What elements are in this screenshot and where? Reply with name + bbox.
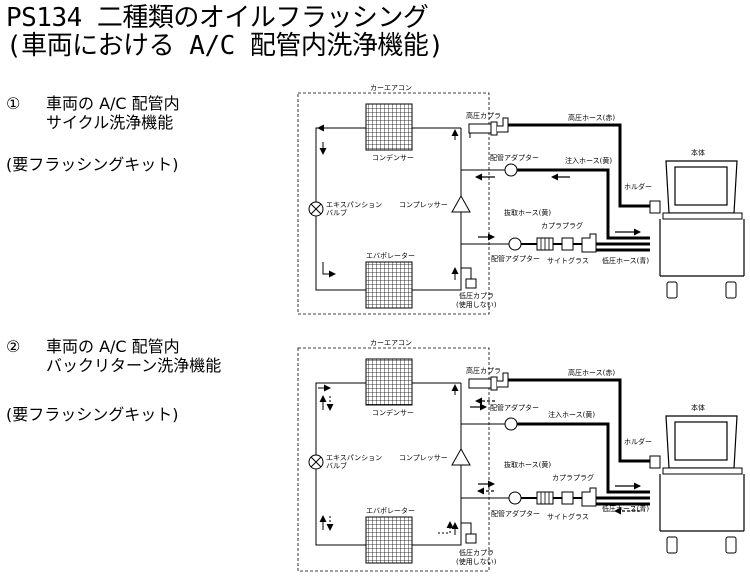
car-ac-enclosure [297, 92, 490, 315]
label-expansion-2: バルブ [326, 208, 347, 217]
label-coupler-plug: カプラプラグ [552, 473, 594, 482]
diagram-1: カーエアコン コンデンサー エキスパンション バルブ コンプレッサー エバポレー… [297, 84, 745, 315]
section-1-kit-note: (要フラッシングキット) [6, 155, 179, 174]
label-low-hose: 低圧ホース(青) [602, 256, 649, 265]
pipe-adapter-bottom [508, 237, 522, 251]
label-compressor: コンプレッサー [399, 454, 448, 462]
diagram-2: カーエアコン コンデンサー エキスパンション バルブ コンプレッサー エバポレー… [297, 339, 745, 572]
label-low-coupler-2: (使用しない) [456, 300, 497, 309]
evaporator [365, 261, 413, 309]
label-low-coupler-1: 低圧カプラ [459, 548, 494, 557]
label-injection-hose: 注入ホース(黄) [548, 410, 595, 419]
label-expansion-2: バルブ [326, 461, 347, 470]
label-main-unit: 本体 [691, 148, 705, 157]
main-unit-body [659, 474, 745, 532]
section-2-heading-line2: バックリターン洗浄機能 [46, 356, 222, 375]
cycle-right-pipe [412, 383, 462, 546]
condenser [365, 358, 413, 406]
label-high-hose: 高圧ホース(赤) [568, 113, 615, 122]
low-coupler [465, 533, 477, 544]
holder [649, 200, 661, 214]
label-pipe-adapter-top: 配管アダプター [490, 153, 539, 162]
section-2-number: ② [6, 337, 21, 356]
label-holder: ホルダー [624, 182, 652, 191]
label-pipe-adapter-bottom: 配管アダプター [491, 254, 540, 263]
label-car-ac: カーエアコン [370, 339, 412, 347]
condenser [365, 103, 413, 151]
label-expansion-1: エキスパンション [326, 201, 382, 209]
label-sight-glass: サイトグラス [547, 512, 589, 521]
coupler-plug [561, 491, 574, 505]
label-high-coupler: 高圧カプラ [466, 111, 501, 120]
high-hose [508, 378, 650, 463]
high-coupler [468, 123, 492, 134]
pipe-adapter-bottom [508, 491, 522, 505]
label-low-coupler-2: (使用しない) [456, 557, 497, 566]
section-1-number: ① [6, 94, 21, 113]
section-2-kit-note: (要フラッシングキット) [6, 405, 179, 424]
high-coupler [468, 378, 492, 389]
coupler-plug [561, 237, 574, 251]
compressor-icon [451, 447, 471, 466]
label-low-coupler-1: 低圧カプラ [459, 291, 494, 300]
label-main-unit: 本体 [691, 403, 705, 412]
holder [649, 455, 661, 469]
label-coupler-plug: カプラプラグ [541, 221, 583, 230]
label-pipe-adapter-top: 配管アダプター [490, 403, 539, 412]
label-car-ac: カーエアコン [370, 84, 412, 92]
section-1-heading-line2: サイクル洗浄機能 [46, 113, 174, 132]
page-title-line2: (車両における A/C 配管内洗浄機能) [6, 31, 444, 61]
label-condenser: コンデンサー [372, 153, 414, 162]
label-high-coupler: 高圧カプラ [466, 366, 501, 375]
high-hose [508, 123, 650, 208]
evaporator [365, 516, 413, 564]
label-sight-glass: サイトグラス [547, 256, 589, 265]
label-injection-hose: 注入ホース(黄) [565, 156, 612, 165]
low-coupler [465, 278, 477, 289]
label-pipe-adapter-bottom: 配管アダプター [491, 509, 540, 518]
section-1-heading-line1: 車両の A/C 配管内 [46, 94, 180, 113]
label-condenser: コンデンサー [372, 408, 414, 417]
injection-hose [517, 168, 650, 240]
label-evaporator: エバポレーター [366, 506, 415, 515]
compressor-icon [451, 194, 471, 213]
page-title-line1: PS134 二種類のオイルフラッシング [6, 3, 429, 33]
main-unit-body [659, 219, 745, 277]
label-compressor: コンプレッサー [399, 201, 448, 209]
label-holder: ホルダー [624, 437, 652, 446]
label-expansion-1: エキスパンション [326, 454, 382, 462]
cycle-right-pipe [412, 128, 462, 291]
pipe-adapter-top [504, 163, 518, 177]
label-high-hose: 高圧ホース(赤) [568, 368, 615, 377]
label-extraction-hose: 抜取ホース(黄) [504, 208, 551, 217]
label-evaporator: エバポレーター [366, 251, 415, 260]
label-low-hose: 低圧ホース(青) [602, 504, 649, 513]
pipe-adapter-top [504, 417, 518, 431]
label-extraction-hose: 抜取ホース(黄) [504, 460, 551, 469]
injection-hose [517, 422, 650, 494]
car-ac-enclosure [297, 347, 490, 572]
section-2-heading-line1: 車両の A/C 配管内 [46, 337, 180, 356]
